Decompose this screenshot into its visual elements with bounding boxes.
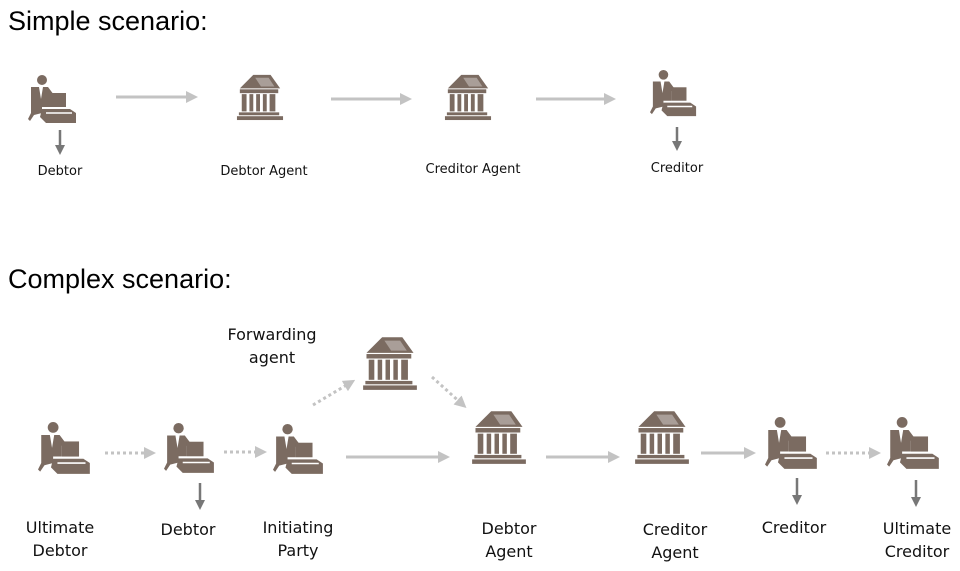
forwarding-agent-bank-icon <box>363 337 417 390</box>
label-line: Debtor <box>32 541 88 560</box>
label-creditor-agent: Creditor Agent <box>425 162 521 177</box>
label-line: Initiating <box>262 518 334 537</box>
debtor-person-icon <box>28 75 77 124</box>
label-line: Creditor <box>884 542 950 561</box>
label-line: Creditor <box>642 520 708 539</box>
label-line: Ultimate <box>882 519 952 538</box>
dotted-arrow-forwarding-agent-to-debtor-agent <box>430 375 467 409</box>
label-line: Forwarding <box>227 325 317 344</box>
label-creditor: Creditor <box>761 518 827 537</box>
creditor-person-icon <box>764 417 818 470</box>
initiating-party-person-icon <box>272 424 324 475</box>
creditor-person-icon <box>650 70 697 117</box>
label-line: Agent <box>651 543 699 562</box>
label-line: agent <box>248 348 296 367</box>
label-line: Ultimate <box>25 518 95 537</box>
debtor-person-icon <box>164 422 215 474</box>
label-line: Agent <box>485 542 533 561</box>
debtor-agent-bank-icon <box>236 74 284 121</box>
label-debtor: Debtor <box>160 520 216 539</box>
creditor-agent-bank-icon <box>444 74 492 121</box>
creditor-agent-bank-icon <box>635 411 689 464</box>
complex-scenario-title: Complex scenario: <box>8 264 232 294</box>
label-line: Party <box>277 541 319 560</box>
ultimate-creditor-person-icon <box>887 417 940 470</box>
label-forwarding-agent: Forwarding agent <box>227 323 316 369</box>
label-debtor-agent: Debtor Agent <box>220 164 308 179</box>
label-line: Debtor <box>481 519 537 538</box>
label-creditor: Creditor <box>650 161 704 176</box>
label-debtor: Debtor <box>37 164 83 179</box>
ultimate-debtor-person-icon <box>38 422 91 475</box>
simple-scenario-title: Simple scenario: <box>8 6 208 36</box>
debtor-agent-bank-icon <box>472 411 526 464</box>
dotted-arrow-initiating-party-to-forwarding-agent <box>312 379 356 407</box>
